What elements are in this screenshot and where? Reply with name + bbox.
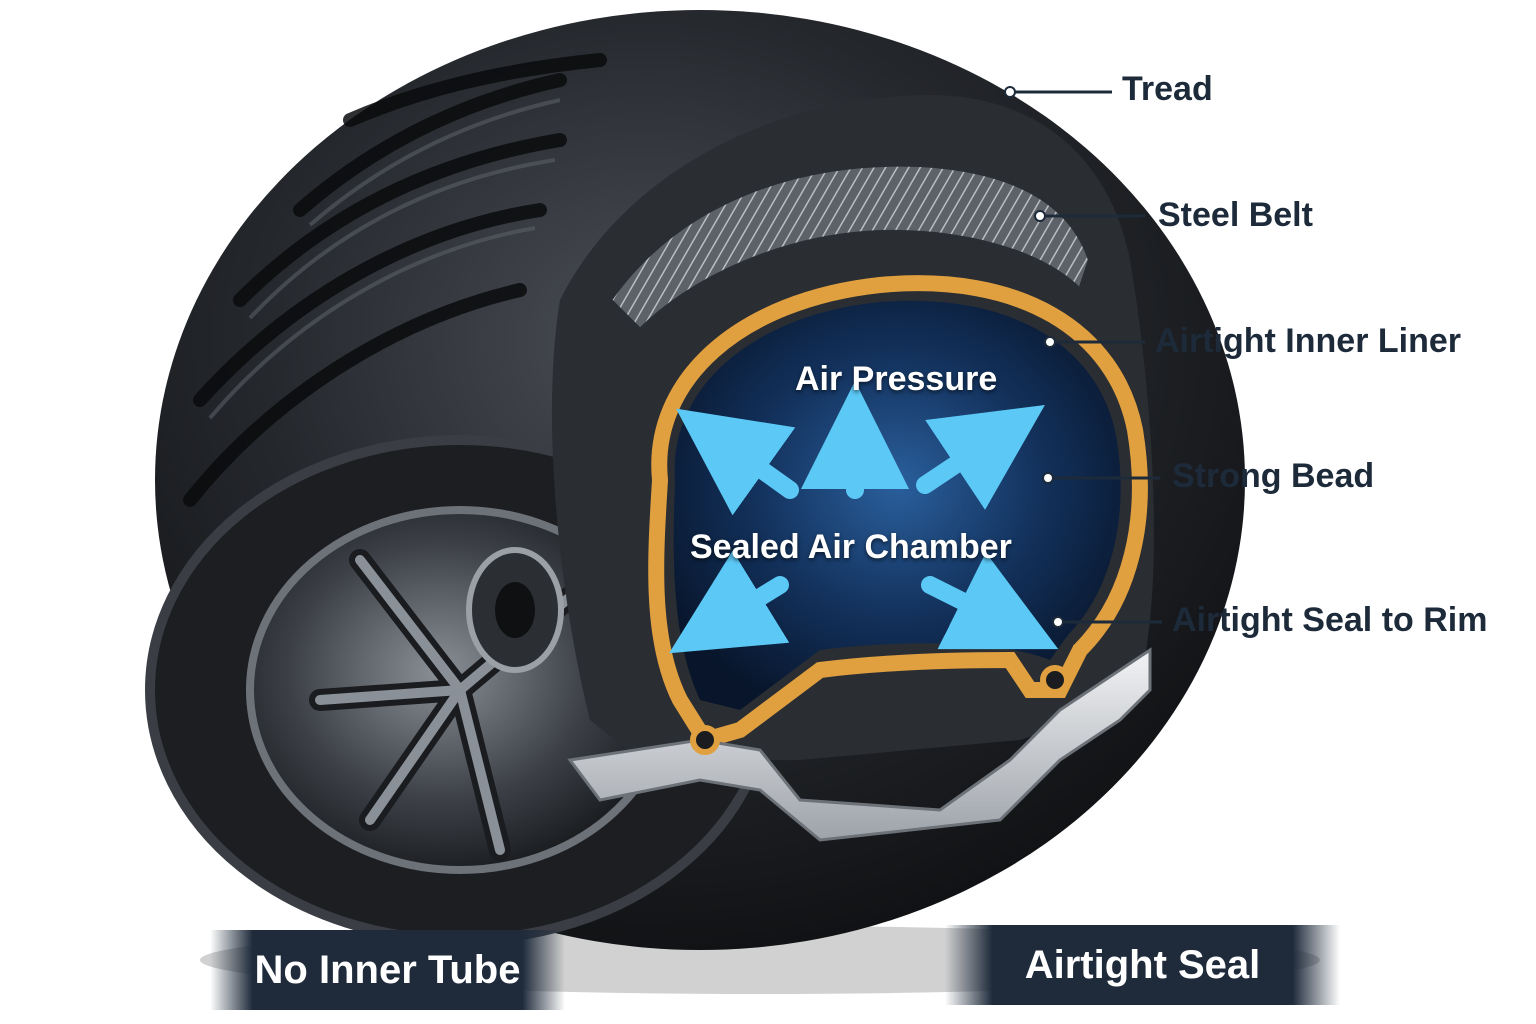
- hub-center: [495, 582, 535, 638]
- airtight-inner-liner: [648, 275, 1148, 750]
- steel-belt: [607, 162, 1093, 333]
- bead-left: [690, 725, 720, 755]
- tread-grooves: [183, 53, 607, 507]
- banner-no-inner-tube: No Inner Tube: [254, 947, 521, 992]
- leader-lines: [1010, 90, 1162, 624]
- label-airtight-seal-to-rim: Airtight Seal to Rim: [1172, 601, 1488, 639]
- air-pressure-label: Air Pressure: [795, 360, 998, 398]
- pressure-arrows: [669, 381, 1059, 654]
- label-airtight-inner-liner: Airtight Inner Liner: [1155, 322, 1461, 360]
- banner-right-bg: [945, 925, 1340, 1005]
- label-steel-belt: Steel Belt: [1158, 196, 1313, 234]
- bead-right: [1040, 665, 1070, 695]
- banner-airtight-seal: Airtight Seal: [1024, 942, 1261, 987]
- tread-highlights: [208, 98, 561, 420]
- label-tread: Tread: [1122, 70, 1213, 108]
- label-strong-bead: Strong Bead: [1172, 457, 1375, 495]
- sealed-air-chamber-label: Sealed Air Chamber: [690, 528, 1012, 566]
- leader-dots: [1004, 86, 1064, 628]
- rim-flange: [567, 647, 1152, 842]
- banner-left-bg: [210, 930, 565, 1010]
